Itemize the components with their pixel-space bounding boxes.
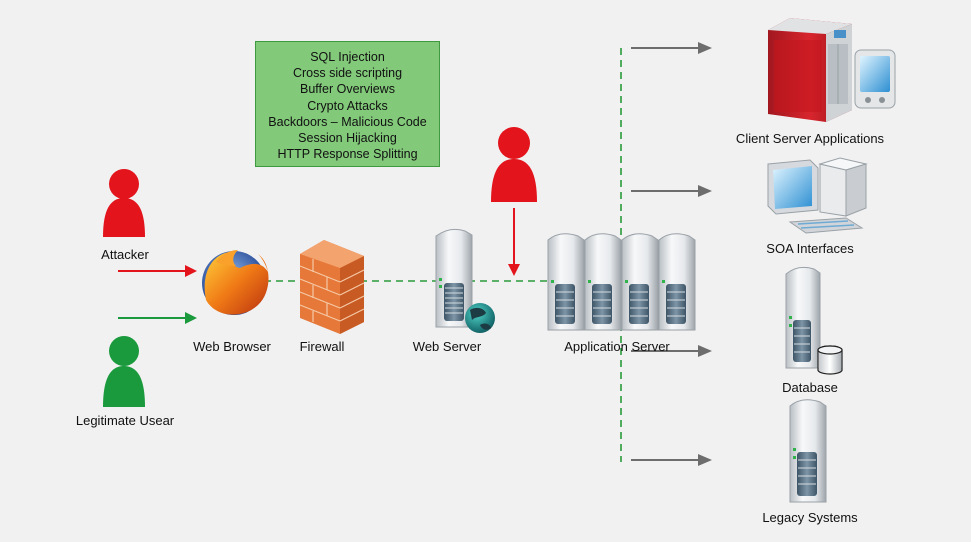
server-rack-icon: [547, 233, 696, 331]
brick-wall-icon: [299, 240, 365, 334]
web-server-label: Web Server: [412, 339, 482, 354]
attacker-icon: [103, 169, 145, 237]
threat-item: Backdoors – Malicious Code: [268, 114, 427, 129]
threat-item: SQL Injection: [310, 50, 385, 64]
attacker-arrow: [118, 265, 197, 277]
threat-item: Session Hijacking: [298, 131, 397, 146]
legacy-server-icon: [789, 399, 827, 503]
legacy-label: Legacy Systems: [762, 510, 858, 525]
firewall-label: Firewall: [299, 339, 345, 354]
attack-down-arrow: [508, 208, 520, 276]
web-browser-label: Web Browser: [193, 339, 271, 354]
threat-item: Crypto Attacks: [307, 98, 388, 113]
database-server-icon: [785, 266, 821, 369]
application-server-label: Application Server: [564, 339, 670, 354]
legitimate-arrow: [118, 312, 197, 324]
soa-label: SOA Interfaces: [766, 241, 854, 256]
backend-arrows: [631, 42, 712, 466]
threat-item: HTTP Response Splitting: [277, 147, 418, 162]
mainframe-icon: [768, 18, 852, 122]
client-server-label: Client Server Applications: [735, 131, 885, 146]
database-icon: [817, 345, 843, 375]
pda-icon: [854, 49, 896, 109]
database-label: Database: [782, 380, 838, 395]
threats-box: SQL Injection Cross side scripting Buffe…: [255, 41, 440, 167]
web-attacker-icon: [491, 127, 537, 202]
legitimate-user-label: Legitimate Usear: [75, 413, 175, 428]
threat-item: Cross side scripting: [292, 66, 403, 81]
desktop-computer-icon: [767, 157, 868, 234]
firefox-logo-icon: [202, 250, 269, 315]
attacker-label: Attacker: [101, 247, 149, 262]
globe-icon: [465, 303, 495, 333]
threat-item: Buffer Overviews: [300, 82, 395, 97]
legitimate-user-icon: [103, 336, 145, 407]
server-tower-icon: [435, 228, 473, 328]
